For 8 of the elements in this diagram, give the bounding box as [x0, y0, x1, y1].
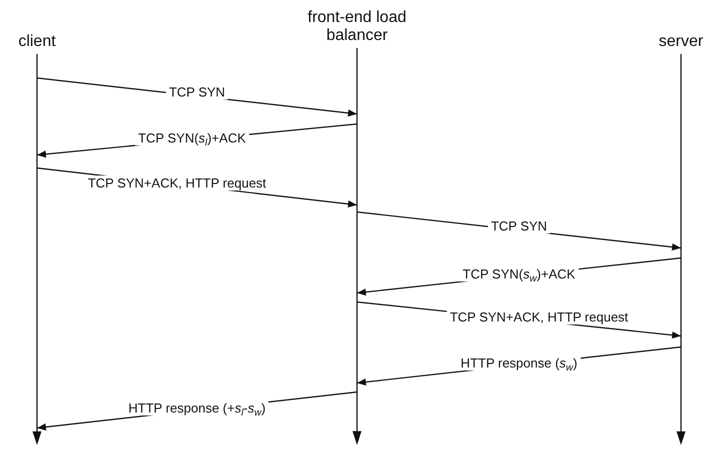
lifeline-label: front-end load balancer: [306, 9, 408, 45]
lifeline-label: client: [18, 33, 56, 51]
message-label: TCP SYN+ACK, HTTP request: [446, 310, 632, 324]
message-label: TCP SYN(s$_{w}$)+ACK: [460, 266, 578, 281]
message-label: TCP SYN: [166, 84, 228, 100]
message-label: TCP SYN(s$_{l}$)+ACK: [135, 130, 249, 145]
lifeline-label: server: [658, 33, 704, 51]
message-label: TCP SYN: [488, 218, 550, 234]
